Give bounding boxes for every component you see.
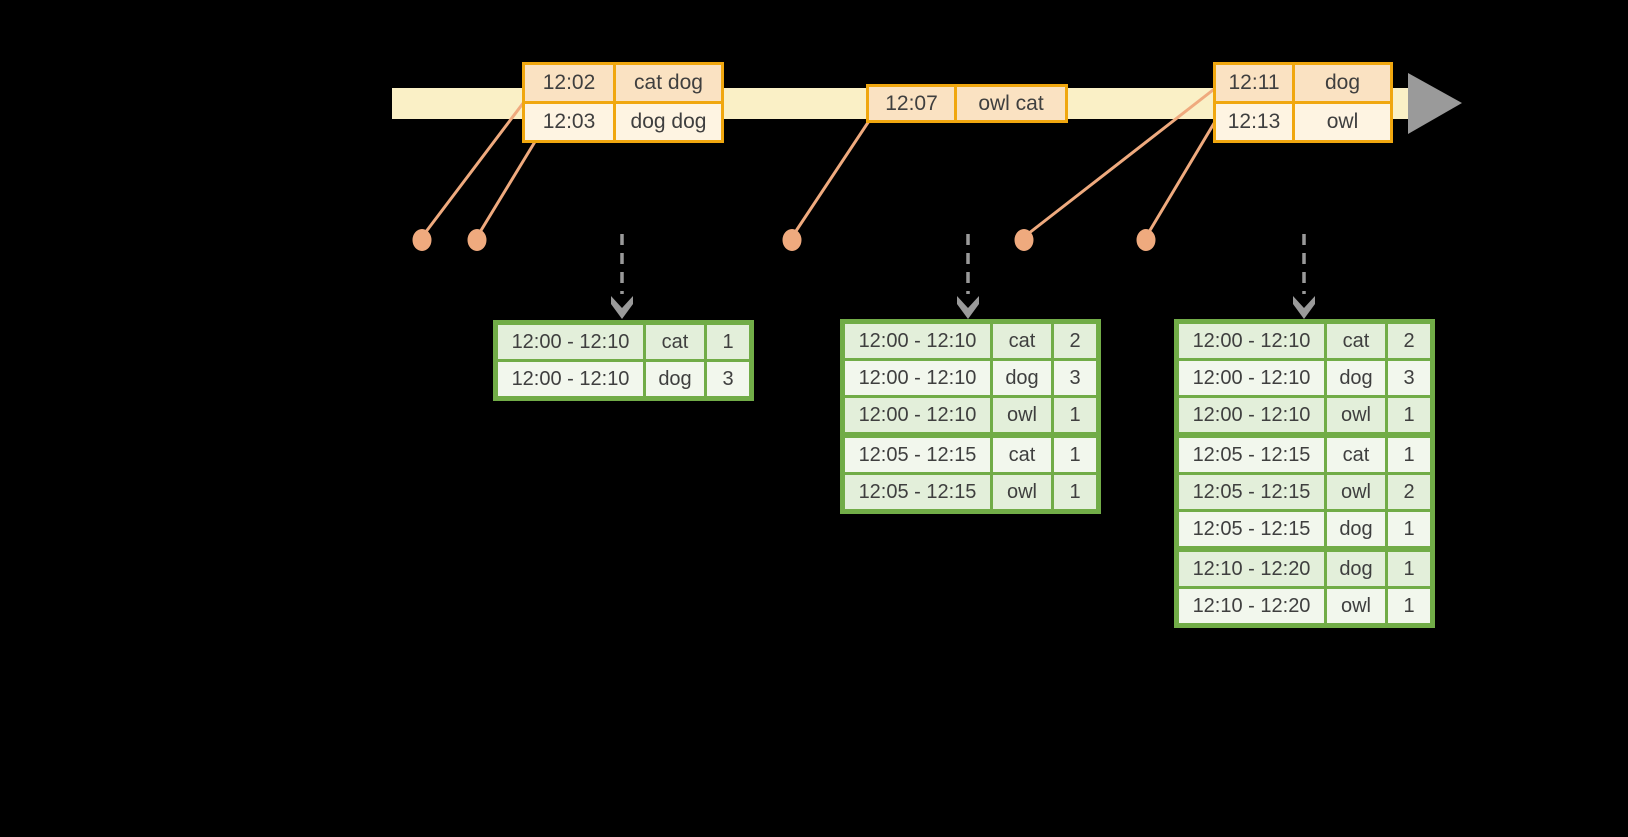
event-time: 12:11	[1216, 65, 1292, 101]
word-cell: dog	[646, 362, 704, 396]
table-row: 12:05 - 12:15 cat 1	[1179, 438, 1430, 472]
trigger-arrow-icon	[1293, 296, 1315, 319]
window-cell: 12:10 - 12:20	[1179, 552, 1324, 586]
trigger-arrow-icon	[957, 296, 979, 319]
count-cell: 3	[1054, 361, 1096, 395]
count-cell: 1	[1388, 552, 1430, 586]
table-row: 12:05 - 12:15 owl 2	[1179, 475, 1430, 509]
count-cell: 3	[1388, 361, 1430, 395]
count-cell: 1	[1388, 589, 1430, 623]
table-row: 12:00 - 12:10 owl 1	[845, 398, 1096, 432]
table-row: 12:00 - 12:10 dog 3	[845, 361, 1096, 395]
word-cell: cat	[993, 324, 1051, 358]
event-words: owl	[1295, 104, 1390, 140]
count-cell: 3	[707, 362, 749, 396]
table-row: 12:05 - 12:15 cat 1	[845, 438, 1096, 472]
window-cell: 12:05 - 12:15	[1179, 512, 1324, 546]
word-cell: cat	[646, 325, 704, 359]
word-cell: cat	[1327, 438, 1385, 472]
word-cell: dog	[1327, 552, 1385, 586]
event-table-3: 12:11 dog 12:13 owl	[1213, 62, 1393, 143]
count-cell: 1	[1054, 438, 1096, 472]
window-cell: 12:00 - 12:10	[1179, 361, 1324, 395]
table-row: 12:00 - 12:10 dog 3	[1179, 361, 1430, 395]
table-row: 12:00 - 12:10 cat 2	[845, 324, 1096, 358]
word-cell: owl	[1327, 589, 1385, 623]
word-cell: dog	[993, 361, 1051, 395]
timeline-arrow-icon	[1408, 73, 1462, 134]
word-cell: owl	[993, 475, 1051, 509]
word-cell: dog	[1327, 512, 1385, 546]
count-cell: 1	[1388, 512, 1430, 546]
event-marker-dot	[1136, 229, 1156, 251]
window-cell: 12:05 - 12:15	[845, 438, 990, 472]
trigger-arrow-icon	[611, 296, 633, 319]
result-table-2: 12:00 - 12:10 cat 2 12:00 - 12:10 dog 3 …	[840, 319, 1101, 514]
event-table-2: 12:07 owl cat	[866, 84, 1068, 123]
event-connector-line	[790, 119, 871, 239]
event-time: 12:03	[525, 104, 613, 140]
count-cell: 1	[1388, 398, 1430, 432]
window-cell: 12:05 - 12:15	[1179, 475, 1324, 509]
table-row: 12:00 - 12:10 cat 1	[498, 325, 749, 359]
count-cell: 2	[1388, 324, 1430, 358]
event-marker-dot	[412, 229, 432, 251]
count-cell: 1	[707, 325, 749, 359]
event-connector-line	[1144, 118, 1218, 239]
window-cell: 12:00 - 12:10	[845, 361, 990, 395]
table-row: 12:05 - 12:15 dog 1	[1179, 512, 1430, 546]
window-cell: 12:10 - 12:20	[1179, 589, 1324, 623]
event-words: owl cat	[957, 87, 1065, 120]
event-words: dog dog	[616, 104, 721, 140]
window-cell: 12:00 - 12:10	[498, 362, 643, 396]
event-marker-dot	[1014, 229, 1034, 251]
word-cell: cat	[1327, 324, 1385, 358]
table-row: 12:00 - 12:10 cat 2	[1179, 324, 1430, 358]
word-cell: owl	[1327, 475, 1385, 509]
result-table-1: 12:00 - 12:10 cat 1 12:00 - 12:10 dog 3	[493, 320, 754, 401]
count-cell: 1	[1054, 475, 1096, 509]
word-cell: cat	[993, 438, 1051, 472]
table-row: 12:10 - 12:20 dog 1	[1179, 552, 1430, 586]
count-cell: 2	[1388, 475, 1430, 509]
event-marker-dot	[467, 229, 487, 251]
window-cell: 12:00 - 12:10	[498, 325, 643, 359]
count-cell: 1	[1054, 398, 1096, 432]
count-cell: 2	[1054, 324, 1096, 358]
event-connector-line	[1022, 88, 1215, 239]
word-cell: owl	[993, 398, 1051, 432]
event-table-1: 12:02 cat dog 12:03 dog dog	[522, 62, 724, 143]
word-cell: dog	[1327, 361, 1385, 395]
event-time: 12:02	[525, 65, 613, 101]
table-row: 12:00 - 12:10 dog 3	[498, 362, 749, 396]
event-connector-line	[475, 138, 538, 239]
table-row: 12:10 - 12:20 owl 1	[1179, 589, 1430, 623]
count-cell: 1	[1388, 438, 1430, 472]
event-words: cat dog	[616, 65, 721, 101]
event-connector-line	[420, 96, 529, 239]
window-cell: 12:00 - 12:10	[1179, 398, 1324, 432]
window-cell: 12:00 - 12:10	[1179, 324, 1324, 358]
window-cell: 12:05 - 12:15	[845, 475, 990, 509]
window-cell: 12:05 - 12:15	[1179, 438, 1324, 472]
event-time: 12:07	[869, 87, 954, 120]
word-cell: owl	[1327, 398, 1385, 432]
event-marker-dot	[782, 229, 802, 251]
table-row: 12:00 - 12:10 owl 1	[1179, 398, 1430, 432]
table-row: 12:05 - 12:15 owl 1	[845, 475, 1096, 509]
window-cell: 12:00 - 12:10	[845, 324, 990, 358]
event-time: 12:13	[1216, 104, 1292, 140]
window-cell: 12:00 - 12:10	[845, 398, 990, 432]
result-table-3: 12:00 - 12:10 cat 2 12:00 - 12:10 dog 3 …	[1174, 319, 1435, 628]
event-words: dog	[1295, 65, 1390, 101]
